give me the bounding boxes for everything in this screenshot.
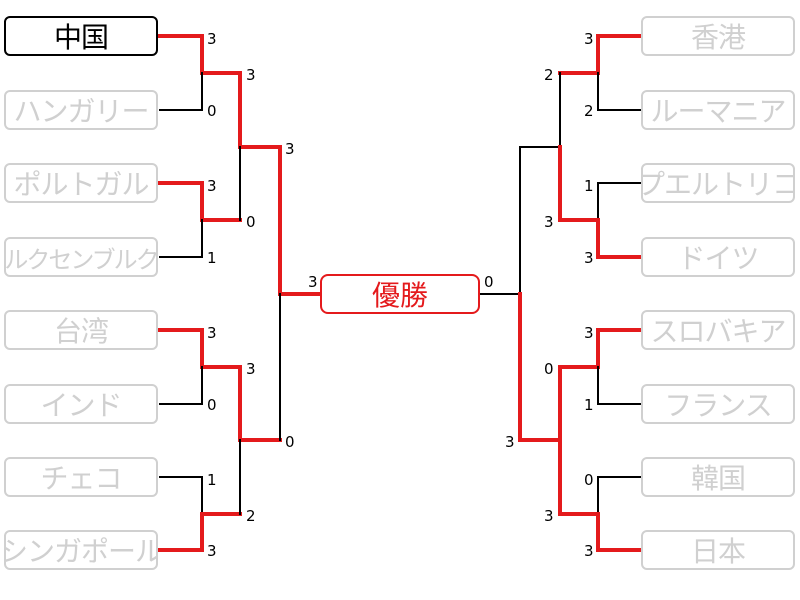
score-right-r1-7: 0 bbox=[584, 471, 594, 489]
team-left-5: 台湾 bbox=[4, 310, 158, 350]
team-name: インド bbox=[40, 389, 122, 422]
line-r-sf-top bbox=[479, 146, 521, 295]
line-r-r2-m2-top bbox=[518, 365, 562, 442]
line-r-r1-m4-top bbox=[597, 476, 641, 515]
team-left-7: チェコ bbox=[4, 457, 158, 497]
line-l-r1-m4-top bbox=[159, 476, 203, 515]
team-name: ポルトガル bbox=[13, 168, 149, 201]
score-left-r1-6: 0 bbox=[207, 396, 217, 414]
score-left-r2-1: 3 bbox=[246, 66, 256, 84]
team-right-3: プエルトリコ bbox=[641, 163, 795, 203]
line-l-r1-m2-bot bbox=[159, 219, 203, 258]
score-right-r1-8: 3 bbox=[584, 542, 594, 560]
score-right-r2-3: 0 bbox=[544, 360, 554, 378]
score-right-r2-2: 3 bbox=[544, 213, 554, 231]
score-right-r1-1: 3 bbox=[584, 30, 594, 48]
line-r-r1-m2-bot bbox=[558, 218, 642, 259]
team-right-6: フランス bbox=[641, 384, 795, 424]
line-l-r1-m3-top bbox=[158, 328, 242, 369]
score-right-sf-2: 3 bbox=[505, 433, 515, 451]
team-name: ハンガリー bbox=[13, 95, 149, 128]
score-right-r2-4: 3 bbox=[544, 507, 554, 525]
team-name: チェコ bbox=[40, 462, 122, 495]
team-name: 韓国 bbox=[690, 462, 746, 495]
team-right-2: ルーマニア bbox=[641, 90, 795, 130]
score-left-r1-7: 1 bbox=[207, 471, 217, 489]
line-r-r1-m1-bot bbox=[597, 72, 641, 111]
team-name: シンガポール bbox=[4, 535, 158, 568]
team-right-1: 香港 bbox=[641, 16, 795, 56]
team-name: 香港 bbox=[690, 21, 746, 54]
line-r-r1-m4-bot bbox=[558, 512, 642, 552]
team-name: ルーマニア bbox=[650, 95, 786, 128]
score-left-r1-5: 3 bbox=[207, 324, 217, 342]
score-right-r1-5: 3 bbox=[584, 324, 594, 342]
team-name: フランス bbox=[664, 389, 772, 422]
team-right-4: ドイツ bbox=[641, 237, 795, 277]
team-right-5: スロバキア bbox=[641, 310, 795, 350]
score-left-sf-1: 3 bbox=[285, 140, 295, 158]
line-l-sf-top bbox=[278, 145, 322, 296]
team-left-8: シンガポール bbox=[4, 530, 158, 570]
team-name: 日本 bbox=[690, 535, 746, 568]
line-r-r1-m3-top bbox=[558, 328, 642, 369]
team-right-8: 日本 bbox=[641, 530, 795, 570]
score-left-r1-2: 0 bbox=[207, 102, 217, 120]
team-left-4: ルクセンブルク bbox=[4, 237, 158, 277]
line-l-r1-m1-top bbox=[158, 34, 242, 75]
score-left-final: 3 bbox=[308, 273, 318, 291]
score-left-r2-3: 3 bbox=[246, 360, 256, 378]
score-right-r1-3: 1 bbox=[584, 177, 594, 195]
score-left-r1-3: 3 bbox=[207, 177, 217, 195]
team-name: ルクセンブルク bbox=[4, 245, 158, 274]
line-r-r1-m3-bot bbox=[597, 366, 641, 405]
score-left-r2-2: 0 bbox=[246, 213, 256, 231]
team-name: 中国 bbox=[53, 21, 109, 54]
team-left-2: ハンガリー bbox=[4, 90, 158, 130]
team-name: プエルトリコ bbox=[641, 168, 795, 201]
line-l-r2-m1-top bbox=[238, 71, 282, 149]
line-l-r1-m1-bot bbox=[159, 72, 203, 111]
team-right-7: 韓国 bbox=[641, 457, 795, 497]
score-right-final: 0 bbox=[484, 273, 494, 291]
team-name: ドイツ bbox=[677, 242, 759, 275]
champion-box: 優勝 bbox=[320, 274, 480, 314]
score-right-r1-4: 3 bbox=[584, 249, 594, 267]
team-left-1: 中国 bbox=[4, 16, 158, 56]
score-right-r2-1: 2 bbox=[544, 66, 554, 84]
line-l-r1-m4-bot bbox=[158, 512, 242, 552]
team-left-3: ポルトガル bbox=[4, 163, 158, 203]
line-r-r1-m2-top bbox=[597, 182, 641, 221]
score-left-r1-8: 3 bbox=[207, 542, 217, 560]
score-left-r2-4: 2 bbox=[246, 507, 256, 525]
score-right-r1-6: 1 bbox=[584, 396, 594, 414]
line-l-r1-m3-bot bbox=[159, 366, 203, 405]
score-left-r1-4: 1 bbox=[207, 249, 217, 267]
champion-label: 優勝 bbox=[371, 279, 428, 312]
line-l-r1-m2-top bbox=[158, 181, 242, 222]
line-r-r2-m1-top bbox=[519, 72, 561, 148]
line-r-r1-m1-top bbox=[558, 34, 642, 75]
team-name: 台湾 bbox=[53, 315, 109, 348]
score-left-r1-1: 3 bbox=[207, 30, 217, 48]
team-left-6: インド bbox=[4, 384, 158, 424]
score-left-sf-2: 0 bbox=[285, 433, 295, 451]
team-name: スロバキア bbox=[650, 315, 786, 348]
score-right-r1-2: 2 bbox=[584, 102, 594, 120]
